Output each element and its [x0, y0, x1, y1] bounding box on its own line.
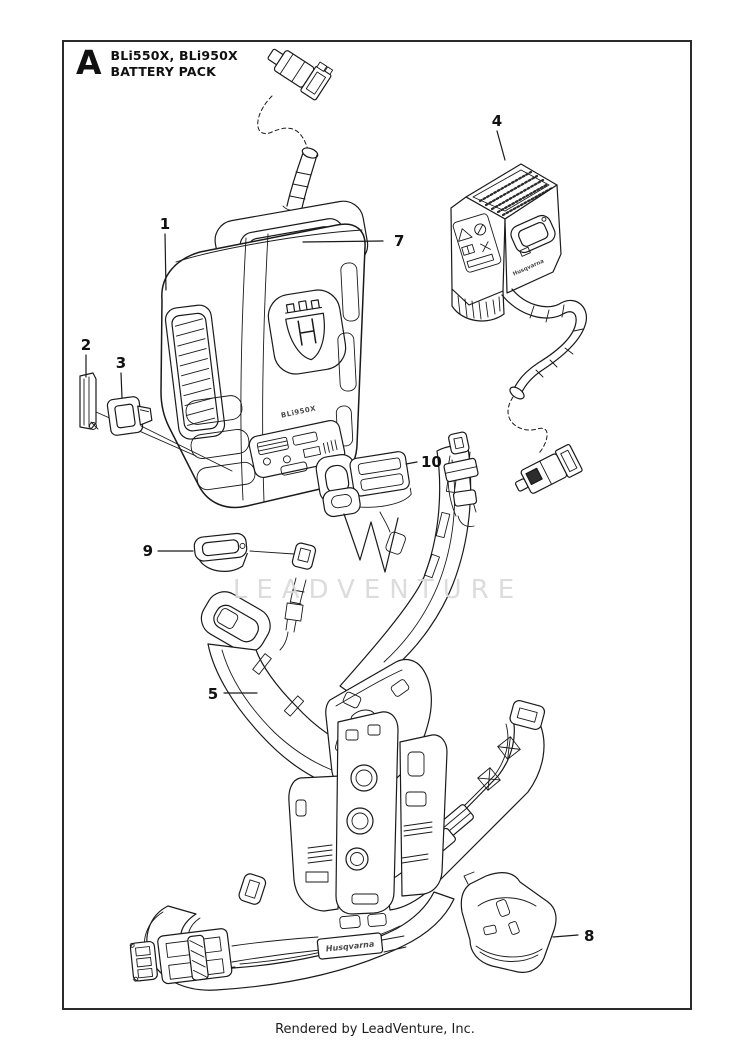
diagram-title-name: BATTERY PACK: [110, 64, 216, 79]
harness-back-plate: [288, 711, 448, 930]
svg-text:10: 10: [421, 453, 442, 471]
svg-text:7: 7: [394, 232, 404, 250]
belt-stitch-box: [477, 767, 501, 791]
circle-slash-icon: [474, 223, 487, 236]
connector-plug-icon: [267, 48, 334, 101]
adapter-port: [510, 214, 556, 257]
connector-plug-lower-icon: [514, 444, 583, 494]
dashed-cable-link-lower: [507, 396, 548, 454]
adapter-ribs: [451, 288, 505, 322]
belt-end-loop: [509, 700, 546, 731]
svg-text:8: 8: [584, 927, 594, 945]
callout-9[interactable]: 9: [143, 542, 194, 560]
battery-vent-grille: [164, 304, 226, 440]
svg-text:4: 4: [492, 112, 502, 130]
belt-brand-label: Husqvarna: [316, 932, 384, 960]
buckle-part10: [315, 451, 412, 555]
callout-1[interactable]: 1: [160, 215, 170, 291]
warning-label: [452, 213, 502, 273]
adapter-vent-dots: [478, 170, 554, 217]
clip-part9: [193, 532, 295, 572]
svg-text:3: 3: [116, 354, 126, 372]
top-connector-assembly: [257, 48, 334, 212]
belt-end-clip: [129, 940, 158, 982]
svg-text:2: 2: [81, 336, 91, 354]
battery-side-strips: [335, 262, 360, 447]
render-credit: Rendered by LeadVenture, Inc.: [275, 1022, 475, 1037]
callout-2[interactable]: 2: [81, 336, 91, 378]
callout-10[interactable]: 10: [405, 453, 442, 471]
diagram-header: A BLi550X, BLi950X BATTERY PACK: [76, 46, 238, 80]
left-shoulder-strap: [200, 591, 367, 789]
battery-pack-part1: BLi950X: [160, 200, 369, 509]
adapter-part4: Husqvarna: [450, 163, 588, 494]
belt-ladder-buckle: [157, 928, 233, 985]
belt-keeper: [238, 873, 267, 905]
adapter-cable: [501, 288, 588, 400]
watermark: LEADVENTURE: [233, 513, 523, 605]
strap-adjuster-assembly: [443, 431, 479, 527]
bracket-part8: [460, 871, 557, 973]
cover-plate-part2: [79, 372, 197, 457]
belt-stitch-box: [497, 736, 521, 760]
svg-text:9: 9: [143, 542, 153, 560]
harness-part5: Husqvarna: [129, 431, 546, 991]
callout-3[interactable]: 3: [116, 354, 126, 399]
callout-8[interactable]: 8: [552, 927, 594, 945]
callout-7[interactable]: 7: [302, 232, 404, 250]
warning-triangle-icon: [458, 228, 473, 242]
dashed-cable-link: [257, 95, 309, 151]
svg-text:1: 1: [160, 215, 170, 233]
callout-4[interactable]: 4: [492, 112, 506, 161]
leadventure-logo-icon: [343, 513, 399, 573]
callout-5[interactable]: 5: [208, 685, 258, 703]
battery-cable: [282, 147, 319, 212]
watermark-text: LEADVENTURE: [233, 575, 523, 605]
section-letter: A: [76, 43, 102, 82]
callouts: 1 2 3 4 5 7 8: [81, 112, 595, 945]
crossed-out-icon: [480, 241, 491, 253]
read-manual-icon: [461, 244, 476, 256]
husqvarna-crown-logo-icon: [267, 289, 347, 375]
diagram-title-models: BLi550X, BLi950X: [110, 48, 238, 63]
svg-text:5: 5: [208, 685, 218, 703]
